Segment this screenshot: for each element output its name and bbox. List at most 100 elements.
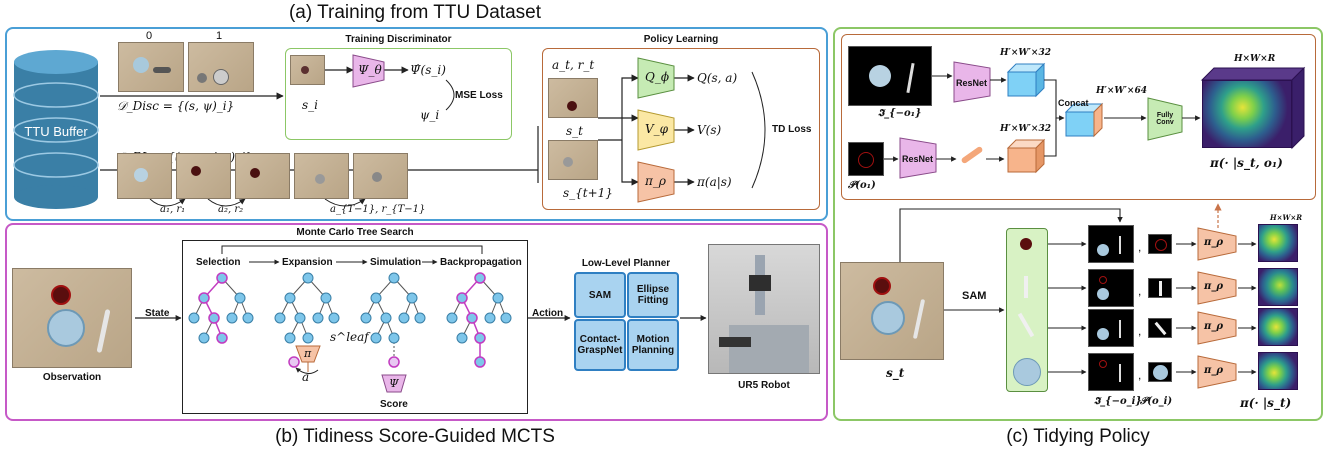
v-out: V(s) [697, 123, 722, 137]
panel-b-frame [5, 223, 828, 421]
pi-label: π [304, 347, 312, 360]
comma-2: , [1138, 284, 1142, 298]
heatmap-row-2 [1258, 268, 1298, 306]
panel-a-frame [5, 27, 828, 221]
trajectory-photo-4 [294, 153, 349, 199]
fully-conv-label: Fully Conv [1156, 112, 1174, 126]
st-photo [840, 262, 944, 360]
p-o-row-3 [1148, 318, 1172, 338]
p-o-row-1 [1148, 234, 1172, 254]
feat32-top-label: H′×W′×32 [1000, 48, 1051, 58]
llp-contact-graspnet: Contact-GraspNet [574, 319, 626, 371]
pi-st-label: π(· |s_t) [1240, 396, 1292, 410]
llp-title: Low-Level Planner [581, 258, 671, 269]
hwr-top-label: H×W×R [1234, 54, 1276, 64]
disc-psi: ψ_i [420, 108, 440, 122]
action-label: Action [532, 308, 564, 319]
heatmap-row-4 [1258, 352, 1298, 390]
concat-label: Concat [1058, 98, 1089, 108]
pi-rho-row-2: π_ρ [1204, 281, 1223, 292]
ur5-robot-label: UR5 Robot [738, 380, 790, 391]
i-o-row-3 [1088, 309, 1134, 347]
p-oi-label: 𝒫(o_i) [1140, 396, 1173, 407]
policy-st-photo [548, 78, 598, 118]
caption-c: (c) Tidying Policy [1006, 426, 1150, 447]
p-o1-label: 𝒫(o₁) [848, 180, 876, 191]
stage-backpropagation: Backpropagation [440, 257, 522, 268]
i-o1-image [848, 46, 932, 106]
training-discriminator-box [285, 48, 512, 140]
state-label: State [145, 308, 170, 319]
score-label: Score [380, 399, 408, 410]
mask-item-2 [1024, 276, 1028, 298]
disc-input-photo [290, 55, 325, 85]
mcts-title: Monte Carlo Tree Search [296, 227, 414, 238]
i-o1-label: 𝕴_{−o₁} [878, 108, 922, 119]
disc-sample-photo-1 [188, 42, 254, 92]
q-out: Q(s, a) [697, 71, 738, 85]
st-label: s_t [886, 366, 905, 380]
disc-psi-hat: Ψ̂(s_i) [410, 63, 446, 77]
llp-motion-planning: Motion Planning [627, 319, 679, 371]
caption-a: (a) Training from TTU Dataset [288, 2, 541, 23]
llp-sam: SAM [574, 272, 626, 318]
observation-label: Observation [42, 372, 102, 383]
observation-photo [12, 268, 132, 368]
frame-index-0: 0 [146, 30, 153, 42]
caption-b: (b) Tidiness Score-Guided MCTS [275, 426, 555, 447]
disc-sample-photo-0 [118, 42, 184, 92]
policy-st1: s_{t+1} [563, 186, 613, 200]
ttu-buffer-label: TTU Buffer [24, 124, 88, 139]
policy-st1-photo [548, 140, 598, 180]
policy-network-box [841, 34, 1316, 200]
policy-title: Policy Learning [643, 34, 719, 45]
trajectory-photo-3 [235, 153, 290, 199]
hwr-small-label: H×W×R [1270, 213, 1303, 222]
policy-st: s_t [566, 124, 583, 138]
comma-1: , [1138, 240, 1142, 254]
frame-index-1: 1 [216, 30, 223, 42]
mcts-box [182, 240, 528, 414]
pi-rho-row-4: π_ρ [1204, 365, 1223, 376]
i-oi-label: 𝕴_{−o_i} [1094, 396, 1142, 407]
trajectory-photo-1 [117, 153, 172, 199]
resnet-bottom-label: ResNet [902, 154, 934, 164]
policy-learning-box [542, 48, 820, 210]
i-o-row-1 [1088, 225, 1134, 263]
pi-rho-row-1: π_ρ [1204, 237, 1223, 248]
s-leaf-label: s^leaf [330, 330, 369, 344]
trajectory-photo-2 [176, 153, 231, 199]
pi-out: π(a|s) [697, 175, 732, 189]
p-o1-image [848, 142, 884, 176]
stage-selection: Selection [196, 257, 241, 268]
tree-selection [188, 272, 254, 344]
d-disc-label: 𝒟_Disc = {(s, ψ)_i} [117, 99, 235, 113]
tree-simulation [360, 272, 426, 393]
i-o-row-4 [1088, 353, 1134, 391]
a-label: a [302, 370, 310, 384]
transition-label-3: a_{T−1}, r_{T−1} [330, 204, 426, 215]
v-net-label: V_φ [645, 122, 669, 136]
panel-c-frame [833, 27, 1323, 421]
heatmap-row-3 [1258, 308, 1298, 346]
psi-label: Ψ [389, 377, 399, 390]
q-net-label: Q_ϕ [645, 70, 670, 84]
comma-4: , [1138, 368, 1142, 382]
pi-rho-row-3: π_ρ [1204, 321, 1223, 332]
transition-label-2: a₂, r₂ [218, 204, 244, 215]
mse-loss-label: MSE Loss [455, 90, 503, 101]
policy-at-rt: a_t, r_t [552, 58, 595, 72]
tree-expansion [274, 272, 340, 374]
sam-label: SAM [962, 290, 987, 302]
llp-ellipse-fitting: Ellipse Fitting [627, 272, 679, 318]
tree-backpropagation [446, 272, 512, 368]
trajectory-photo-5 [353, 153, 408, 199]
heatmap-o1 [1202, 80, 1292, 148]
stage-simulation: Simulation [370, 257, 422, 268]
feat32-bottom-label: H′×W′×32 [1000, 124, 1051, 134]
